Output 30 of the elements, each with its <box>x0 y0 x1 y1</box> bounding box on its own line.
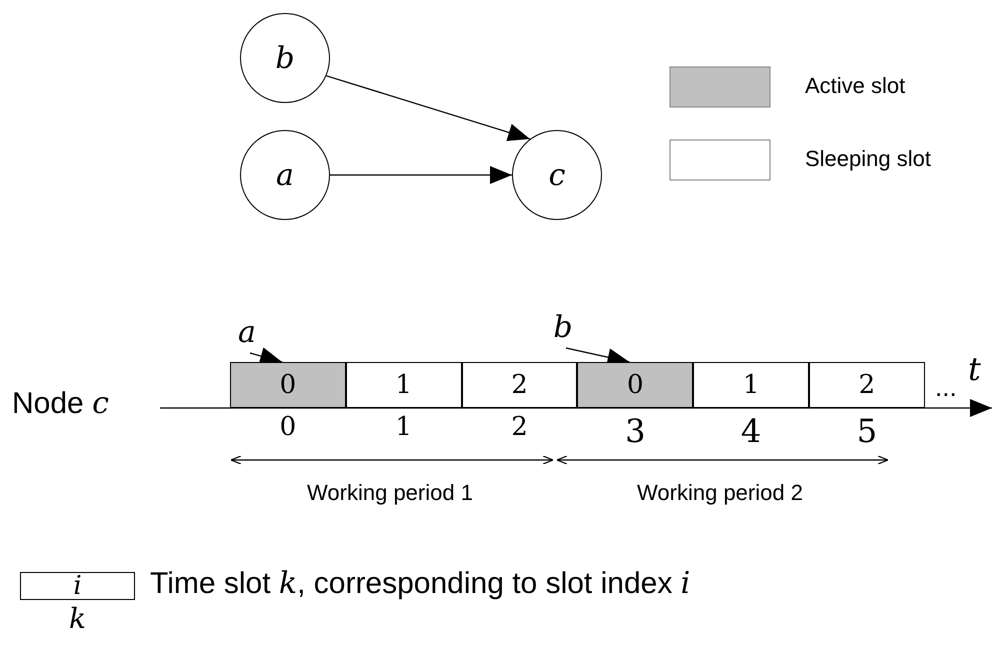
legend-label: Active slot <box>805 73 906 99</box>
sleeping-slot: 2 <box>809 362 925 408</box>
slot-number: 4 <box>740 412 762 450</box>
node-label: b <box>548 310 578 350</box>
axis-label: t <box>968 350 982 388</box>
slot-number: 1 <box>394 412 413 444</box>
slot-number: 3 <box>624 412 646 450</box>
sleeping-slot: 1 <box>693 362 809 408</box>
ellipsis: ... <box>935 372 958 403</box>
active-slot: 0 <box>577 362 694 408</box>
arrow <box>330 166 512 184</box>
node-circle: c <box>512 130 602 220</box>
period-label: Working period 1 <box>306 480 474 506</box>
sleeping-slot: 2 <box>462 362 578 408</box>
leader-arrow <box>250 347 282 365</box>
node-circle: a <box>240 130 330 220</box>
sleeping-slot: 1 <box>346 362 462 408</box>
arrow <box>326 75 530 142</box>
slot-number: 2 <box>510 412 529 444</box>
legend-label: Sleeping slot <box>805 146 931 172</box>
slot-number: 0 <box>278 412 298 444</box>
key-slot: i <box>20 572 135 600</box>
node-label: a <box>232 315 262 355</box>
node-circle: b <box>240 13 330 103</box>
period-label: Working period 2 <box>636 480 804 506</box>
slot-number: 5 <box>856 412 878 450</box>
key-description: Time slot k, corresponding to slot index i <box>150 566 692 601</box>
node-label: Node c <box>12 386 110 421</box>
active-slot: 0 <box>230 362 346 408</box>
key-index: k <box>68 602 87 637</box>
